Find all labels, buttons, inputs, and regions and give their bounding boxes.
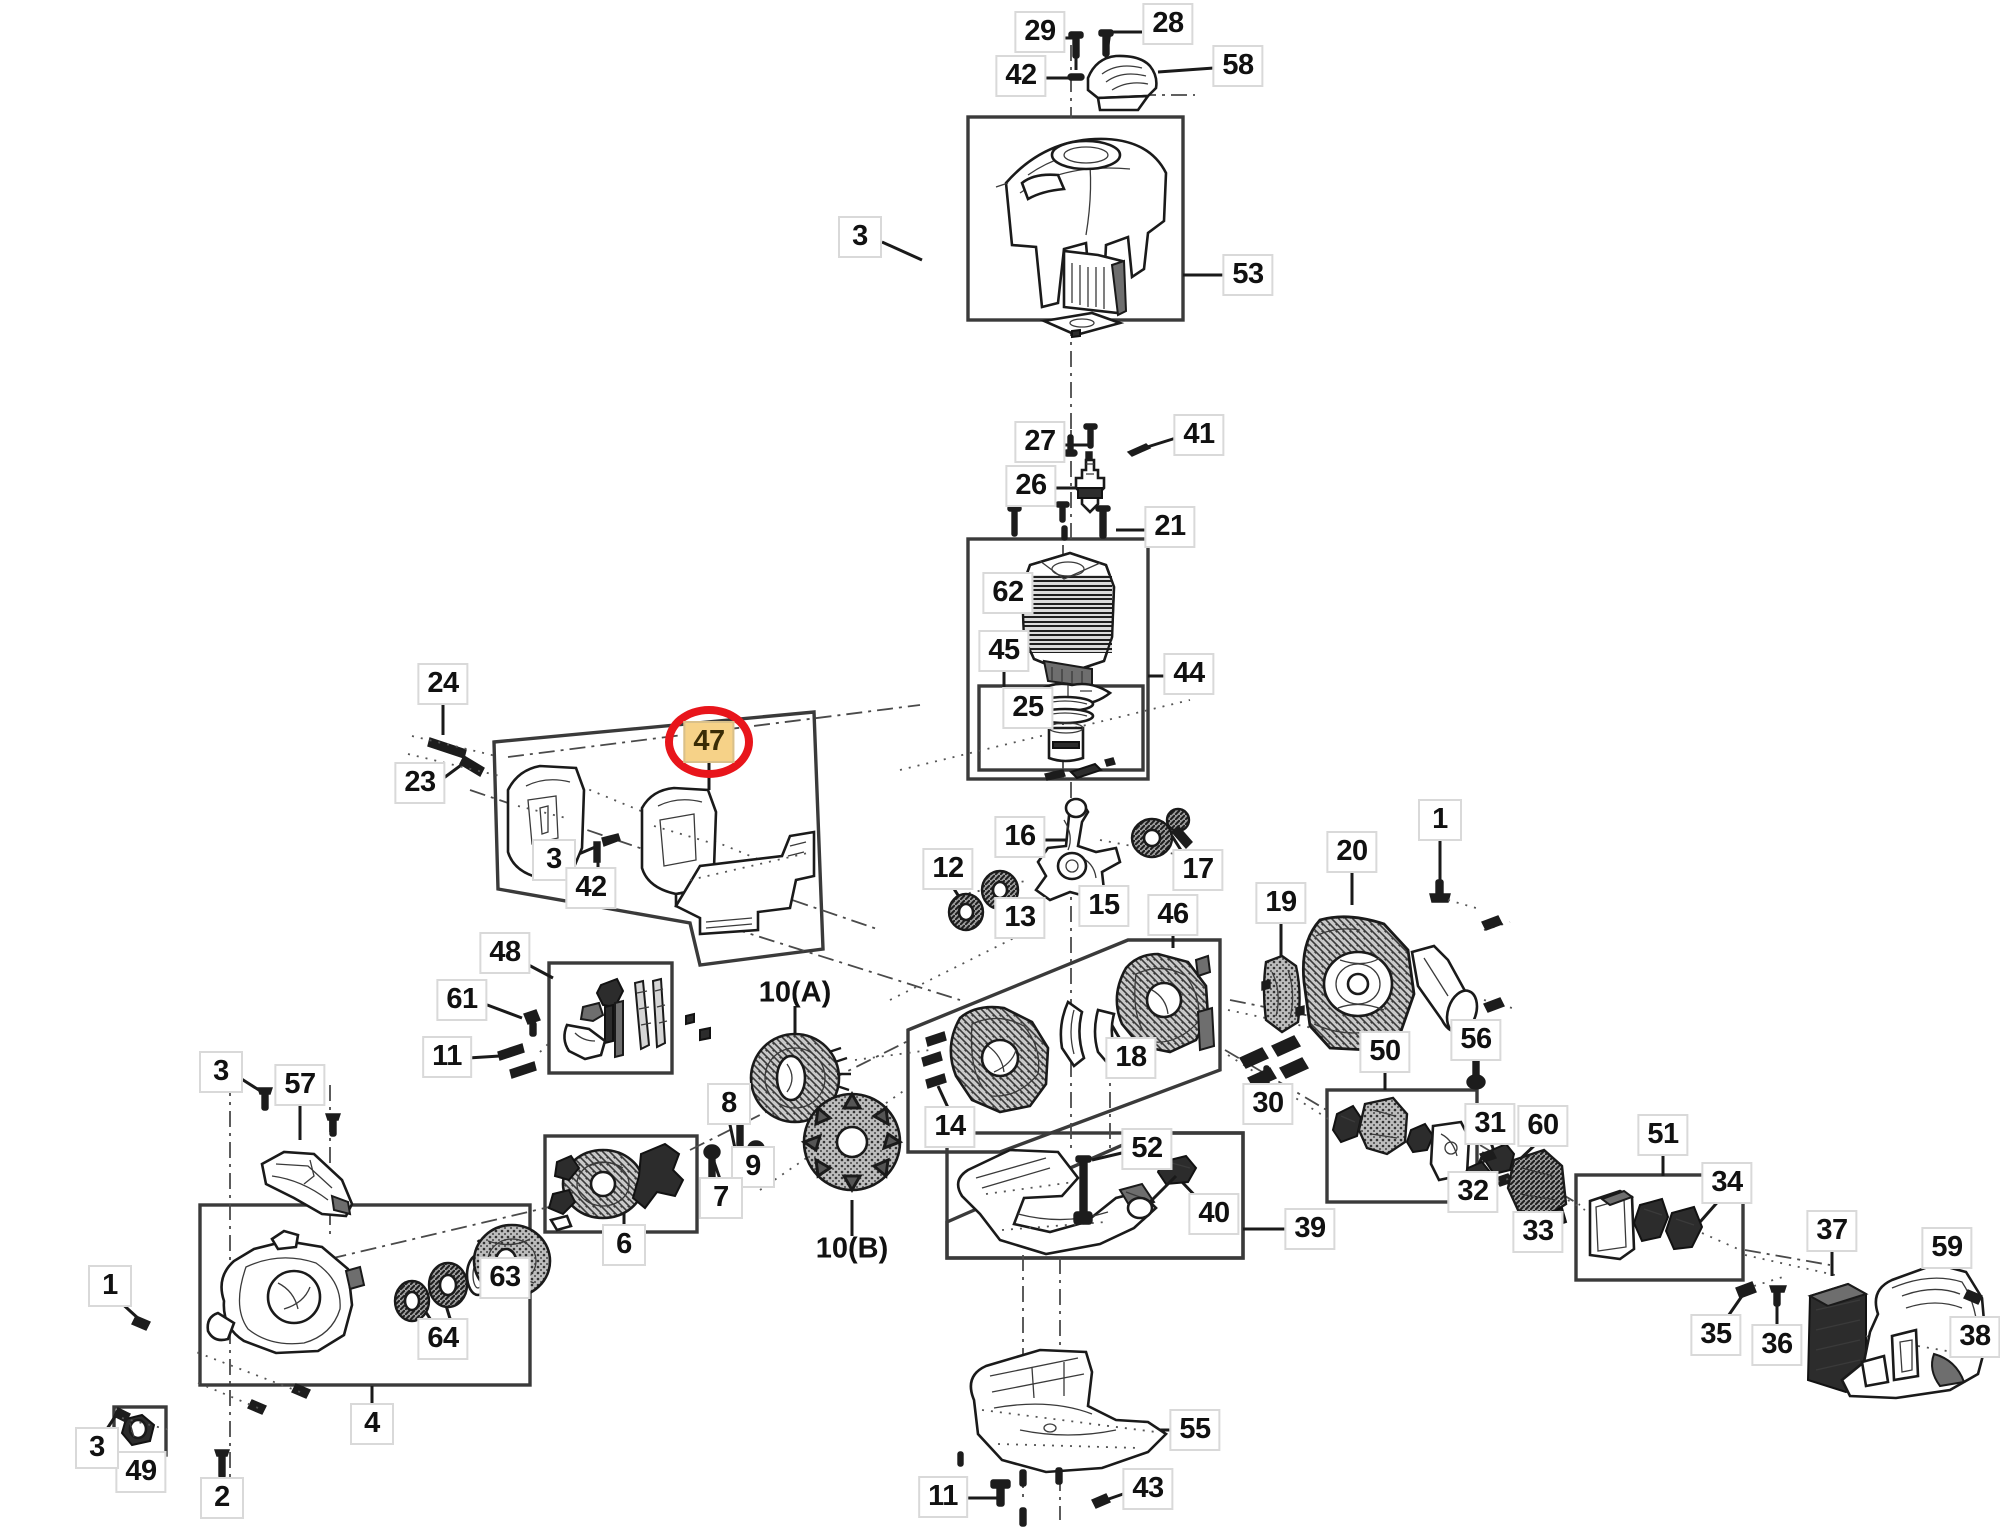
callout-49[interactable]: 49: [115, 1451, 167, 1493]
callout-12[interactable]: 12: [922, 848, 974, 890]
callout-8[interactable]: 8: [707, 1083, 751, 1125]
callout-23[interactable]: 23: [394, 762, 446, 804]
callout-20[interactable]: 20: [1326, 831, 1378, 873]
callout-10b[interactable]: 10(B): [815, 1232, 889, 1265]
callout-42[interactable]: 42: [565, 867, 617, 909]
callout-64[interactable]: 64: [417, 1318, 469, 1360]
callout-45[interactable]: 45: [978, 630, 1030, 672]
callout-3[interactable]: 3: [199, 1051, 243, 1093]
callout-43[interactable]: 43: [1122, 1468, 1174, 1510]
callout-3[interactable]: 3: [75, 1427, 119, 1469]
callout-58[interactable]: 58: [1212, 45, 1264, 87]
callout-10a[interactable]: 10(A): [758, 976, 832, 1009]
callout-50[interactable]: 50: [1359, 1031, 1411, 1073]
callout-34[interactable]: 34: [1701, 1162, 1753, 1204]
callout-24[interactable]: 24: [417, 663, 469, 705]
callout-39[interactable]: 39: [1284, 1208, 1336, 1250]
callout-36[interactable]: 36: [1751, 1324, 1803, 1366]
callout-14[interactable]: 14: [924, 1106, 976, 1148]
callout-35[interactable]: 35: [1690, 1314, 1742, 1356]
callout-63[interactable]: 63: [479, 1257, 531, 1299]
callout-13[interactable]: 13: [994, 897, 1046, 939]
callout-59[interactable]: 59: [1921, 1227, 1973, 1269]
callout-46[interactable]: 46: [1147, 894, 1199, 936]
callout-33[interactable]: 33: [1512, 1211, 1564, 1253]
callout-19[interactable]: 19: [1255, 882, 1307, 924]
callout-26[interactable]: 26: [1005, 465, 1057, 507]
callout-7[interactable]: 7: [699, 1177, 743, 1219]
callout-60[interactable]: 60: [1517, 1105, 1569, 1147]
callout-31[interactable]: 31: [1464, 1103, 1516, 1145]
callout-47[interactable]: 47: [683, 721, 735, 763]
callout-25[interactable]: 25: [1002, 687, 1054, 729]
callout-15[interactable]: 15: [1078, 885, 1130, 927]
callout-61[interactable]: 61: [436, 979, 488, 1021]
callout-55[interactable]: 55: [1169, 1409, 1221, 1451]
callout-27[interactable]: 27: [1014, 421, 1066, 463]
callout-29[interactable]: 29: [1014, 11, 1066, 53]
callout-52[interactable]: 52: [1121, 1128, 1173, 1170]
callout-57[interactable]: 57: [274, 1064, 326, 1106]
callout-30[interactable]: 30: [1242, 1083, 1294, 1125]
callout-48[interactable]: 48: [479, 932, 531, 974]
callout-32[interactable]: 32: [1447, 1171, 1499, 1213]
callout-17[interactable]: 17: [1172, 849, 1224, 891]
callout-18[interactable]: 18: [1105, 1037, 1157, 1079]
callout-51[interactable]: 51: [1637, 1114, 1689, 1156]
callout-37[interactable]: 37: [1806, 1210, 1858, 1252]
callout-16[interactable]: 16: [994, 816, 1046, 858]
callout-11[interactable]: 11: [918, 1476, 968, 1518]
callout-1[interactable]: 1: [88, 1265, 132, 1307]
callout-53[interactable]: 53: [1222, 254, 1274, 296]
callout-38[interactable]: 38: [1949, 1316, 2000, 1358]
callout-6[interactable]: 6: [602, 1224, 646, 1266]
callout-44[interactable]: 44: [1163, 653, 1215, 695]
callout-2[interactable]: 2: [200, 1477, 244, 1519]
callout-4[interactable]: 4: [350, 1403, 394, 1445]
callout-62[interactable]: 62: [982, 572, 1034, 614]
callout-3[interactable]: 3: [838, 216, 882, 258]
callout-11[interactable]: 11: [422, 1036, 472, 1078]
callout-41[interactable]: 41: [1173, 414, 1225, 456]
callout-56[interactable]: 56: [1450, 1019, 1502, 1061]
callout-28[interactable]: 28: [1142, 3, 1194, 45]
callout-42[interactable]: 42: [995, 55, 1047, 97]
callout-21[interactable]: 21: [1144, 506, 1196, 548]
callout-1[interactable]: 1: [1418, 799, 1462, 841]
callout-40[interactable]: 40: [1188, 1193, 1240, 1235]
